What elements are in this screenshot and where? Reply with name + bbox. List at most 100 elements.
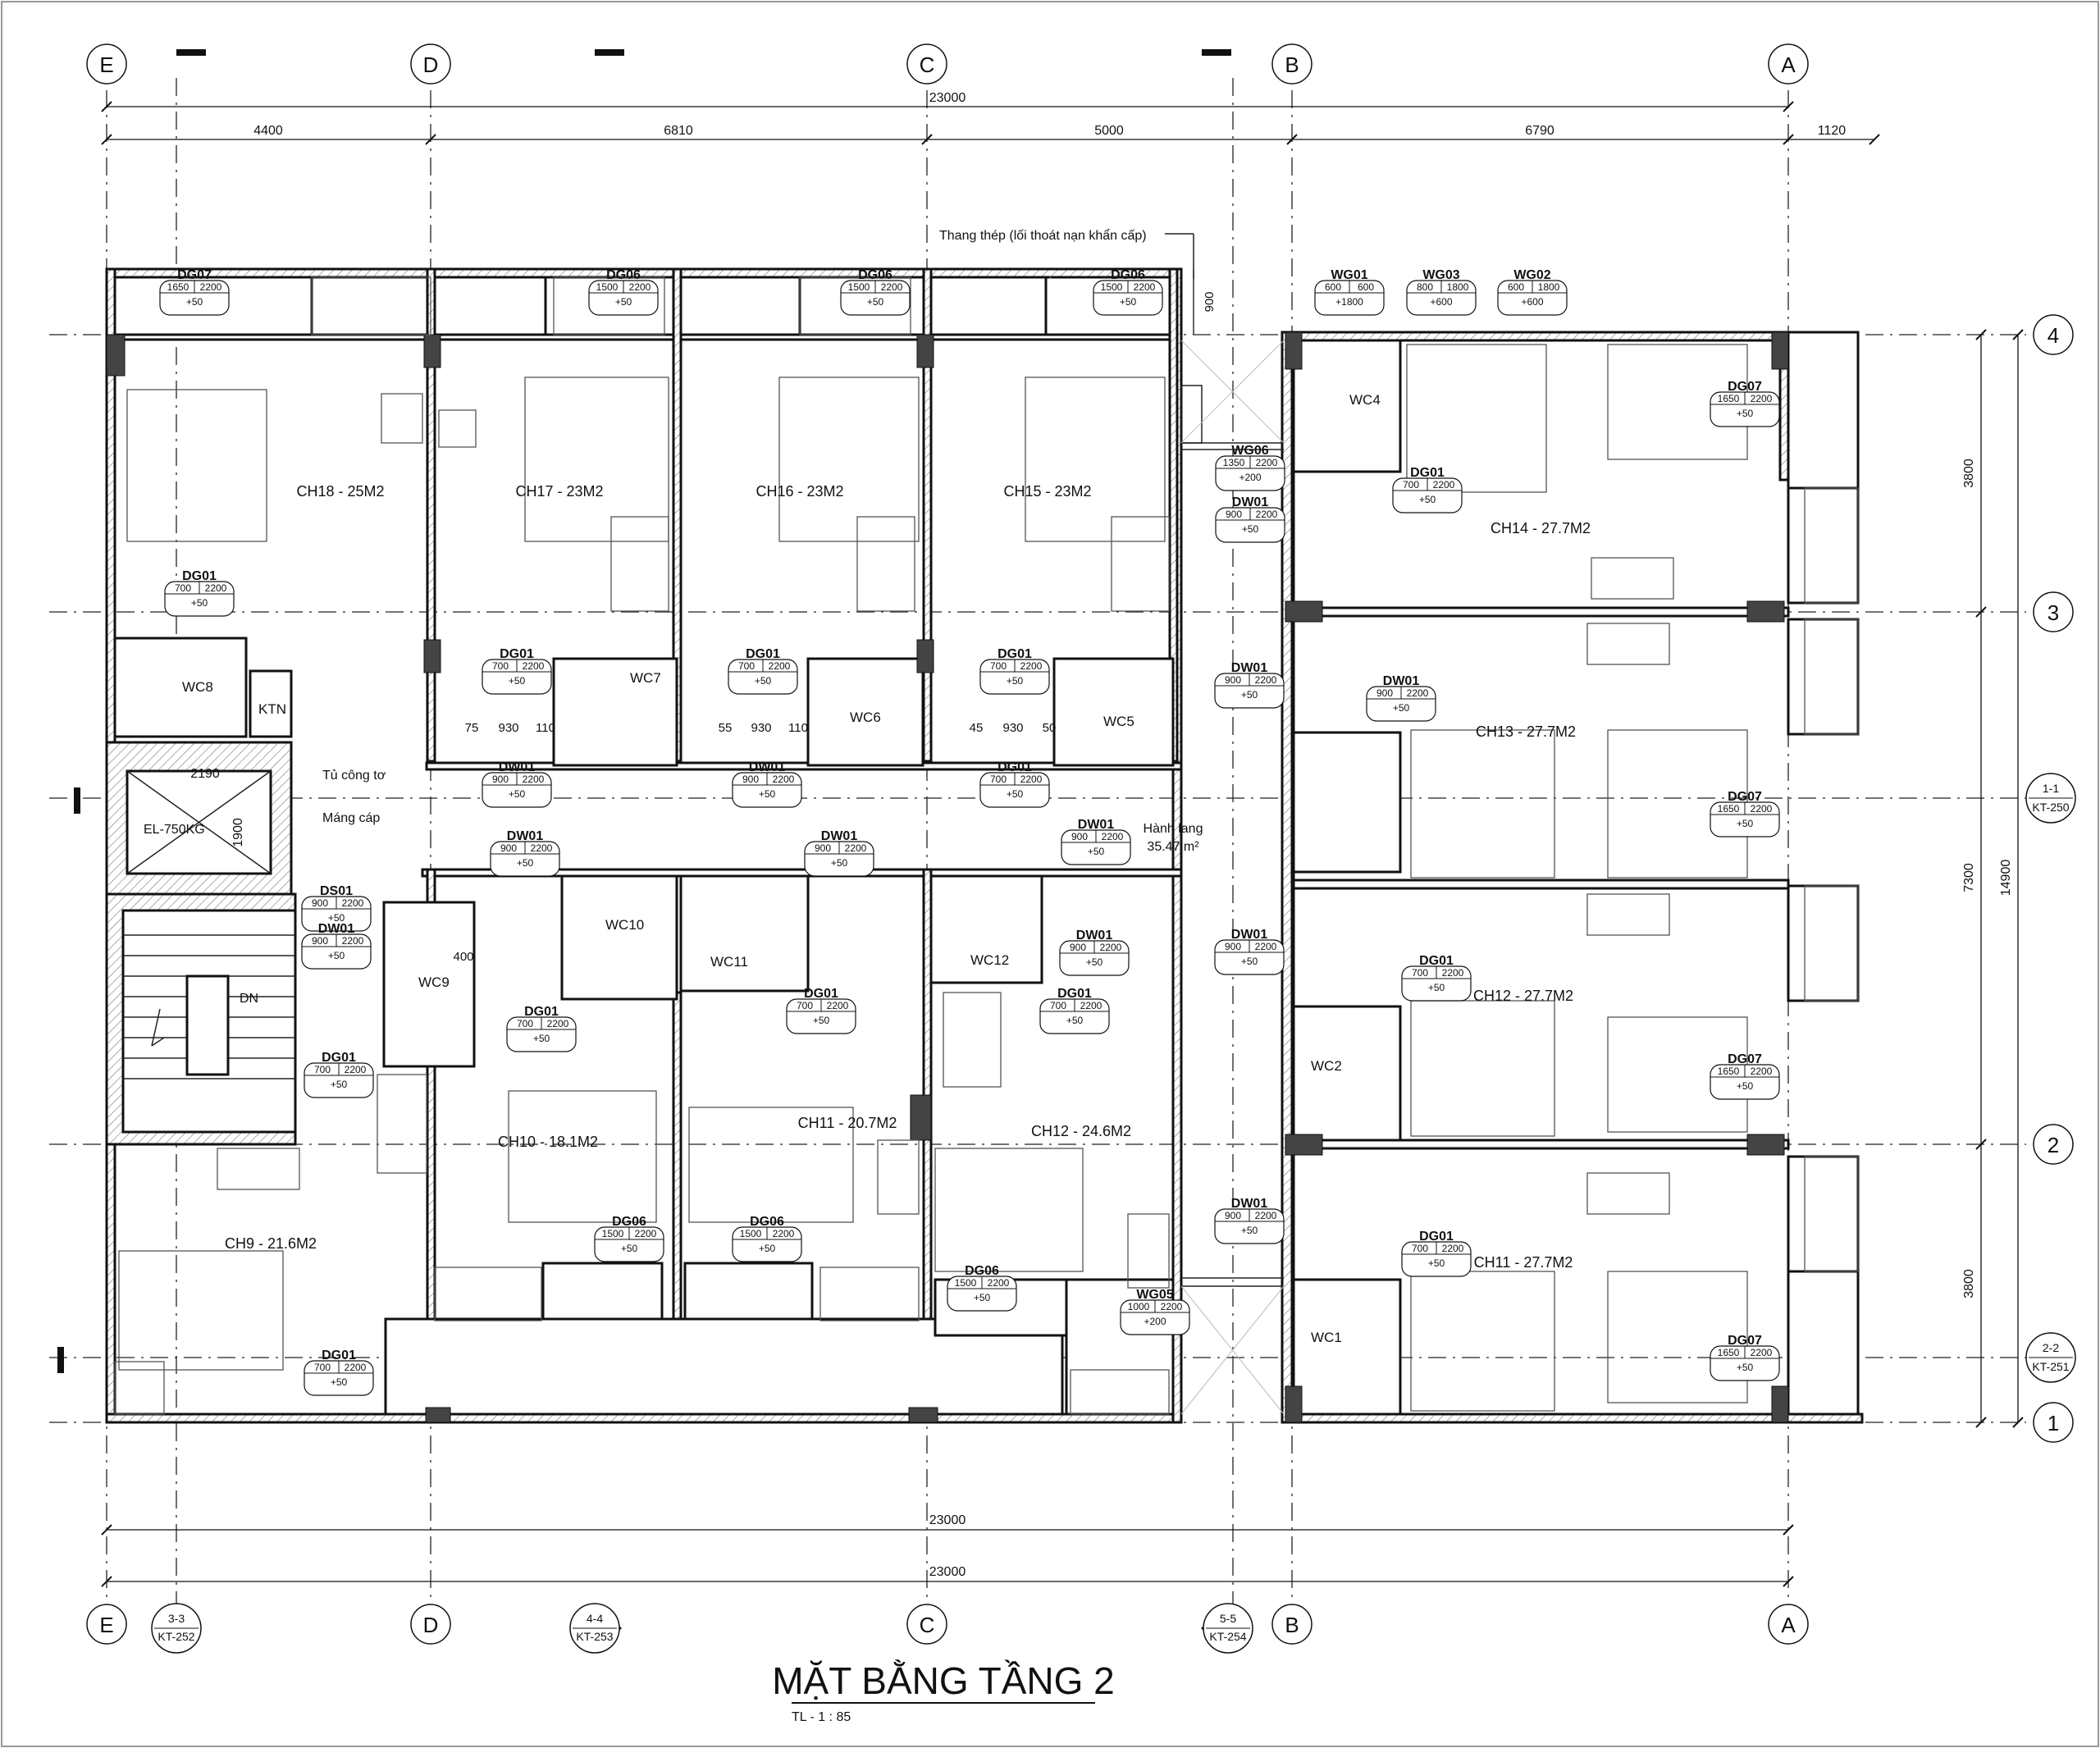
tag-width: 900 [815,842,831,854]
tag-sill: +50 [1419,494,1436,505]
tag-height: 2200 [345,1362,367,1373]
dim-right-3: 3800 [1962,1269,1976,1298]
axis-label: D [423,52,439,77]
tag-height: 2200 [635,1228,657,1239]
tag-code: DW01 [821,829,858,843]
tag-code: DG01 [1057,987,1092,1001]
tag-sill: +50 [186,296,203,308]
axis-label: 3 [2048,600,2059,625]
axis-label: 4 [2048,323,2059,348]
dim-elevator-h: 1900 [231,818,245,847]
tag-code: DG07 [1728,380,1762,394]
tag-width: 1650 [1718,393,1740,404]
room-label-ch17: CH17 - 23M2 [515,483,603,500]
notes: Thang thép (lối thoát nạn khẩn cấp) Hành… [144,228,1217,1006]
tag-width: 900 [742,774,759,785]
axis-label: A [1781,1613,1796,1637]
dim-top-seg-5: 1120 [1818,124,1847,138]
tag-code: DW01 [499,760,536,774]
tag-sill: +50 [621,1243,638,1254]
tag-height: 2200 [1407,687,1429,699]
tag-sill: +50 [867,296,884,308]
tag-height: 2200 [200,281,222,293]
wc-dim: 930 [498,721,518,735]
dim-bottom-1: 23000 [929,1513,966,1527]
right-dimensions: 3800 7300 3800 14900 [1962,329,2024,1428]
svg-text:KT-252: KT-252 [158,1630,194,1643]
tag-height: 2200 [1161,1301,1183,1312]
dim-top-seg-3: 5000 [1094,124,1124,138]
dim-wc9: 400 [453,950,473,964]
room-label-ch12-l: CH12 - 24.6M2 [1031,1123,1131,1139]
top-dimensions: 23000 4400 6810 5000 6790 1120 [101,49,1880,145]
tag-height: 2200 [1442,967,1464,979]
svg-text:KT-253: KT-253 [576,1630,613,1643]
room-label-ch13: CH13 - 27.7M2 [1476,723,1576,740]
tag-width: 700 [990,774,1007,785]
section-marker-1-1: 1-1 KT-250 [74,773,2076,824]
tag-code: WG03 [1422,268,1459,282]
tag-sill: +50 [755,675,772,687]
axis-bubbles-right: 4 3 2 1 [2033,314,2074,1443]
tag-height: 2200 [845,842,867,854]
tag-code: DG07 [1728,790,1762,804]
tag-code: DG01 [746,647,780,661]
tag-code: DG07 [1728,1052,1762,1066]
wc-dim: 50 [1043,721,1057,735]
wc-label: WC10 [605,917,644,933]
tag-width: 600 [1325,281,1341,293]
tag-sill: +50 [509,675,526,687]
tag-height: 2200 [773,1228,795,1239]
tag-height: 2200 [531,842,553,854]
section-marker-5-5: 5-5 KT-254 [1201,1603,1253,1654]
tag-code: DG01 [500,647,534,661]
wc-dim: 930 [751,721,771,735]
steel-stair [1165,233,1285,1415]
wc-dim: 55 [719,721,733,735]
dim-stair-w: 900 [1203,291,1217,312]
wc-label: WC6 [850,710,881,725]
tag-height: 2200 [1102,831,1124,842]
tag-height: 2200 [1020,774,1043,785]
tag-height: 2200 [345,1064,367,1075]
tag-height: 2200 [1256,457,1278,468]
wc-labels: WC1 WC2 WC4 WC5 WC6 WC7 WC8 WC9 WC10 WC1… [182,392,1381,1345]
room-label-ch10: CH10 - 18.1M2 [498,1134,598,1150]
tag-code: DW01 [1232,495,1269,509]
tag-sill: +50 [1241,1225,1258,1236]
note-stair-down: DN [240,992,258,1006]
tag-sill: +50 [1241,956,1258,967]
tag-width: 900 [1071,831,1088,842]
tag-height: 2200 [1751,1066,1773,1077]
axis-label: C [920,1613,935,1637]
tag-code: WG01 [1331,268,1367,282]
tag-width: 900 [492,774,509,785]
tag-sill: +50 [759,788,776,800]
tag-width: 700 [314,1064,331,1075]
tag-code: DW01 [1231,661,1268,675]
room-label-ch9: CH9 - 21.6M2 [225,1235,317,1252]
wc-label: KTN [258,701,286,717]
wc-label: WC8 [182,679,213,695]
wc-dim: 110 [536,721,555,735]
wc-label: WC11 [710,954,748,970]
note-steel-stair: Thang thép (lối thoát nạn khẩn cấp) [939,228,1147,243]
tag-width: 700 [1412,967,1428,979]
room-label-ch16: CH16 - 23M2 [756,483,843,500]
tag-code: DG01 [1410,466,1445,480]
tag-height: 2200 [881,281,903,293]
